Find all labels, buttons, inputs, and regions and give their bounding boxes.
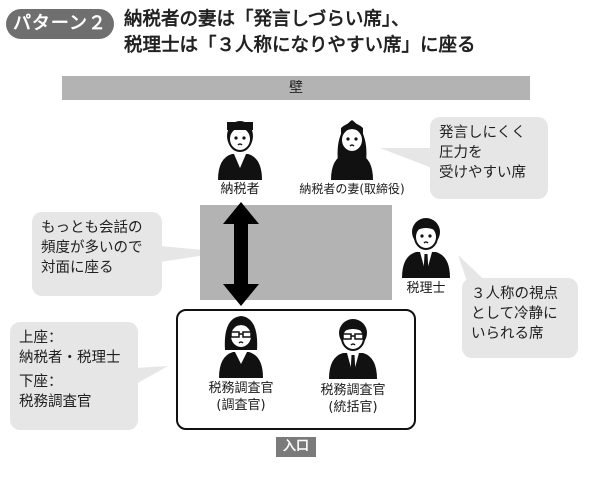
supervisor-label-line2: (統括官) — [328, 400, 378, 415]
lower-seat-value: 税務調査官 — [19, 394, 92, 410]
man-tie-icon — [402, 218, 450, 278]
upper-seat-label: 上座： — [19, 330, 63, 346]
face-to-face-callout-line: もっとも会話の — [41, 220, 143, 236]
accountant-callout-line: ３人称の視点 — [471, 286, 558, 302]
woman-icon — [331, 120, 373, 180]
seating-callout: 上座： 納税者・税理士 下座： 税務調査官 — [10, 322, 138, 430]
man-glasses-icon — [329, 319, 377, 379]
taxpayer-wife-label: 納税者の妻(取締役) — [299, 182, 405, 196]
wife-callout: 発言しにくく 圧力を 受けやすい席 — [430, 117, 548, 199]
lower-seat-label: 下座： — [19, 374, 63, 390]
man-icon — [218, 121, 262, 180]
wall: 壁 — [62, 76, 530, 100]
pattern-badge: パターン２ — [6, 9, 114, 39]
inspector-label-line2: (調査官) — [216, 398, 266, 413]
tax-accountant-figure — [398, 210, 454, 278]
wife-callout-line: 発言しにくく — [439, 125, 526, 141]
accountant-callout-line: いられる席 — [471, 326, 544, 342]
supervisor-label-line1: 税務調査官 — [320, 383, 386, 398]
title-line-2: 税理士は「３人称になりやすい席」に座る — [124, 35, 476, 56]
face-to-face-callout-line: 頻度が多いので — [41, 240, 143, 256]
accountant-callout: ３人称の視点 として冷静に いられる席 — [462, 278, 578, 358]
face-to-face-callout: もっとも会話の 頻度が多いので 対面に座る — [32, 212, 162, 296]
accountant-callout-line: として冷静に — [471, 306, 558, 322]
supervisor-label: 税務調査官 (統括官) — [306, 382, 400, 416]
tax-accountant-label: 税理士 — [406, 281, 446, 296]
double-arrow-icon — [223, 202, 259, 306]
seating-callout-tail — [136, 366, 168, 384]
page-title: 納税者の妻は「発言しづらい席」、 税理士は「３人称になりやすい席」に座る — [124, 7, 476, 59]
upper-seat-value: 納税者・税理士 — [19, 350, 121, 366]
inspector-label-line1: 税務調査官 — [208, 381, 274, 396]
entrance: 入口 — [276, 437, 316, 457]
wife-callout-line: 受けやすい席 — [439, 165, 526, 181]
woman-glasses-icon — [219, 316, 263, 378]
supervisor-figure — [325, 313, 381, 379]
taxpayer-figure — [212, 112, 268, 180]
inspector-label: 税務調査官 (調査官) — [196, 380, 286, 414]
title-line-1: 納税者の妻は「発言しづらい席」、 — [124, 9, 410, 30]
wife-callout-line: 圧力を — [439, 145, 483, 161]
face-to-face-callout-line: 対面に座る — [41, 260, 114, 276]
inspector-figure — [213, 312, 269, 378]
wife-callout-tail — [380, 148, 432, 168]
taxpayer-wife-figure — [323, 112, 381, 180]
taxpayer-label: 納税者 — [220, 182, 260, 197]
